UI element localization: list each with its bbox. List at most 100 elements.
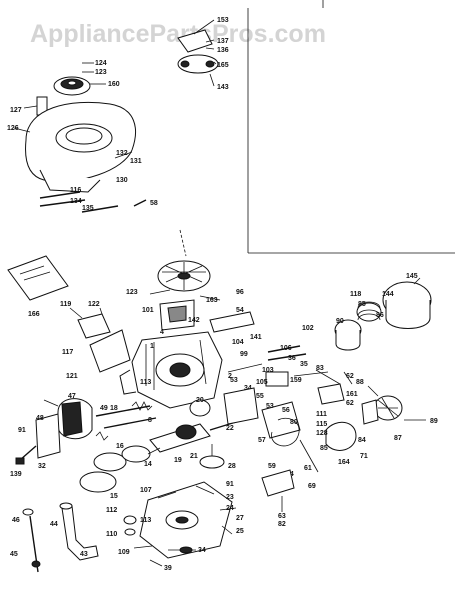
label-24: 24 <box>226 505 234 512</box>
label-164: 164 <box>338 459 350 466</box>
label-124: 124 <box>95 60 107 67</box>
label-139: 139 <box>10 471 22 478</box>
label-43: 43 <box>80 551 88 558</box>
label-34: 34 <box>244 385 252 392</box>
label-109: 109 <box>118 549 130 556</box>
label-123: 123 <box>95 69 107 76</box>
label-22: 22 <box>226 425 234 432</box>
label-20: 20 <box>196 397 204 404</box>
label-134: 134 <box>70 198 82 205</box>
label-14: 14 <box>144 461 152 468</box>
choke-parts <box>315 369 353 405</box>
label-161: 161 <box>346 391 358 398</box>
baffle-plates <box>69 307 131 373</box>
label-82: 82 <box>278 521 286 528</box>
label-159: 159 <box>290 377 302 384</box>
label-85: 85 <box>358 301 366 308</box>
label-96: 96 <box>236 289 244 296</box>
piston-rings <box>79 445 161 493</box>
label-118: 118 <box>350 291 361 298</box>
label-63: 63 <box>278 513 286 520</box>
label-110: 110 <box>106 531 117 538</box>
cylinder-head-cover <box>35 398 93 459</box>
label-44: 44 <box>50 521 58 528</box>
label-48: 48 <box>36 415 44 422</box>
label-113b: 113 <box>140 517 151 524</box>
label-94: 54 <box>236 307 244 314</box>
label-145: 145 <box>406 273 418 280</box>
label-28: 28 <box>228 463 236 470</box>
oil-sump <box>139 481 237 559</box>
label-84: 84 <box>358 437 366 444</box>
label-15: 15 <box>110 493 118 500</box>
label-58: 58 <box>150 200 158 207</box>
label-19: 19 <box>174 457 182 464</box>
label-123b: 123 <box>126 289 138 296</box>
label-91a: 91 <box>18 427 26 434</box>
label-18: 18 <box>110 405 118 412</box>
label-55: 55 <box>256 393 264 400</box>
label-45: 45 <box>10 551 18 558</box>
label-112: 112 <box>106 507 117 514</box>
tank-cap-assembly <box>177 19 219 87</box>
label-127: 127 <box>10 107 22 114</box>
label-153: 153 <box>217 17 229 24</box>
label-135: 135 <box>82 205 94 212</box>
label-2: 2 <box>228 373 232 380</box>
label-4: 4 <box>160 329 164 336</box>
label-49: 49 <box>100 405 108 412</box>
label-86: 86 <box>376 312 384 319</box>
label-126: 126 <box>7 125 19 132</box>
label-87: 87 <box>394 435 402 442</box>
label-90: 90 <box>336 318 344 325</box>
label-163: 163 <box>206 297 218 304</box>
label-165: 165 <box>217 62 229 69</box>
label-106: 106 <box>280 345 292 352</box>
label-39: 39 <box>164 565 172 572</box>
cam-gear <box>199 444 225 469</box>
governor-linkage <box>227 345 329 387</box>
valves-and-springs <box>95 401 157 441</box>
label-71: 71 <box>360 453 368 460</box>
label-136: 136 <box>217 47 229 54</box>
piston-group <box>334 277 432 351</box>
label-46: 46 <box>12 517 20 524</box>
carburetor-assembly <box>223 387 357 473</box>
label-132: 132 <box>116 150 128 157</box>
dipstick-tube <box>22 502 163 573</box>
reference-frame <box>247 0 455 254</box>
crankshaft <box>149 399 237 453</box>
label-121: 121 <box>66 373 78 380</box>
label-57: 57 <box>258 437 266 444</box>
label-103: 103 <box>262 367 274 374</box>
label-32: 32 <box>38 463 46 470</box>
label-111: 111 <box>316 411 327 418</box>
label-141: 141 <box>250 334 262 341</box>
label-36: 36 <box>288 355 296 362</box>
label-1: 1 <box>150 343 154 350</box>
fuel-shutoff-parts <box>261 469 295 512</box>
label-128: 128 <box>316 430 328 437</box>
label-160: 160 <box>108 81 120 88</box>
label-101: 101 <box>142 307 154 314</box>
label-85b: 85 <box>320 445 328 452</box>
label-107: 107 <box>140 487 152 494</box>
label-104: 104 <box>232 339 244 346</box>
label-35: 35 <box>300 361 308 368</box>
label-116: 116 <box>70 187 81 194</box>
label-131: 131 <box>130 158 142 165</box>
ignition-module <box>159 299 255 333</box>
label-143: 143 <box>217 84 229 91</box>
label-144: 144 <box>382 291 394 298</box>
label-25: 25 <box>236 528 244 535</box>
label-8: 8 <box>148 417 152 424</box>
label-69: 69 <box>308 483 316 490</box>
spark-plug <box>15 445 37 465</box>
label-83: 83 <box>316 365 324 372</box>
label-53b: 53 <box>266 403 274 410</box>
label-137: 137 <box>217 38 229 45</box>
decal-card <box>7 255 69 301</box>
label-62b: 62 <box>346 400 354 407</box>
label-47: 47 <box>68 393 76 400</box>
